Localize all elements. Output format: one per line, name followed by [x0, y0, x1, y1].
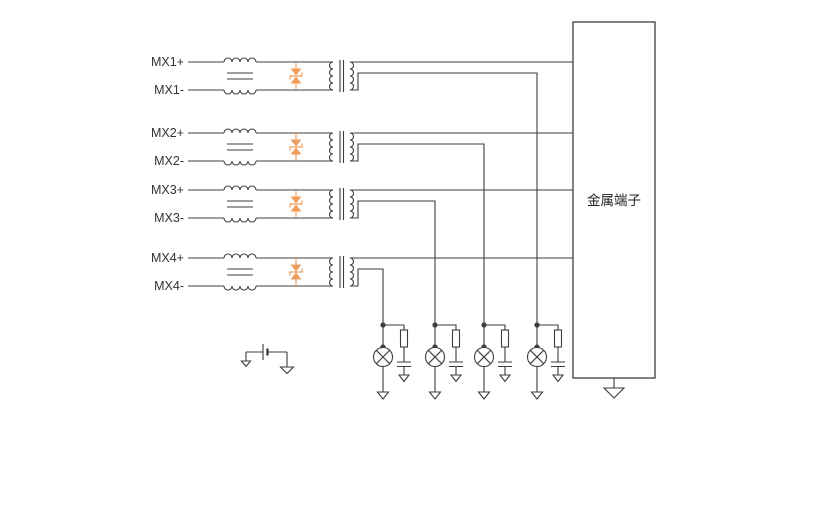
channel-mx1: MX1+ MX1-	[151, 55, 573, 325]
channel-mx3: MX3+ MX3-	[151, 183, 573, 325]
ground-symbol	[602, 387, 626, 399]
wire-to-lamp	[350, 200, 436, 325]
port-label-mx2-minus: MX2-	[154, 154, 184, 168]
channel-frontend-mx1	[187, 57, 355, 95]
lamp-circuit-3	[473, 321, 513, 400]
terminal-label: 金属端子	[587, 193, 641, 208]
lamp-circuit-1	[372, 321, 412, 400]
terminal-block: 金属端子	[572, 21, 656, 399]
port-label-mx2-plus: MX2+	[151, 126, 184, 140]
lamp-circuit-2	[424, 321, 464, 400]
port-label-mx3-plus: MX3+	[151, 183, 184, 197]
channel-frontend-mx4	[187, 253, 355, 291]
channel-frontend-mx3	[187, 185, 355, 223]
channel-frontend-mx2	[187, 128, 355, 166]
port-label-mx1-plus: MX1+	[151, 55, 184, 69]
ground-symbol	[279, 366, 295, 375]
ground-symbol	[240, 360, 252, 368]
port-label-mx1-minus: MX1-	[154, 83, 184, 97]
wire-to-lamp	[350, 143, 485, 325]
lamp-circuit-4	[526, 321, 566, 400]
port-label-mx3-minus: MX3-	[154, 211, 184, 225]
port-label-mx4-minus: MX4-	[154, 279, 184, 293]
port-label-mx4-plus: MX4+	[151, 251, 184, 265]
dc-source	[240, 344, 295, 375]
channel-mx4: MX4+ MX4-	[151, 251, 573, 325]
wire-to-lamp	[350, 268, 384, 325]
channel-mx2: MX2+ MX2-	[151, 126, 573, 325]
wire-to-lamp	[350, 72, 538, 325]
